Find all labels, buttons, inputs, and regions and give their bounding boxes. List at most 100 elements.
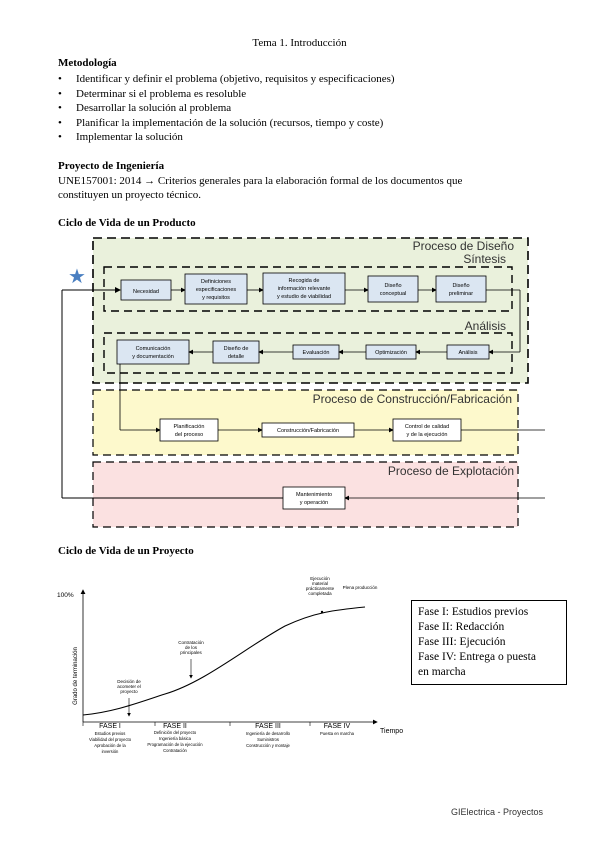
box-label: y estudio de viabilidad (277, 294, 331, 300)
box-label: Diseño (452, 283, 469, 289)
phase-detail: Ingeniería básica (159, 736, 192, 741)
legend-item: Fase I: Estudios previos (418, 606, 529, 618)
annotation-text: completada (308, 591, 332, 596)
phase-label: FASE II (163, 723, 187, 730)
page-title: Tema 1. Introducción (252, 37, 347, 49)
design-process-title: Proceso de Diseño (413, 239, 515, 253)
list-item: Implementar la solución (58, 130, 558, 145)
box-diseno-conceptual (367, 275, 419, 303)
sintesis-region (103, 266, 513, 312)
phase-legend: Fase I: Estudios previos Fase II: Redacc… (411, 600, 567, 685)
box-recogida (262, 272, 346, 305)
box-label: Necesidad (133, 289, 159, 295)
box-analisis (446, 344, 490, 360)
chart-annotations: Decisión de acometer el proyecto Contrat… (117, 576, 378, 694)
annotation-text: principales (180, 650, 202, 655)
annotation-text: Contratación (178, 640, 204, 645)
analisis-title: Análisis (465, 319, 506, 333)
list-item: Identificar y definir el problema (objet… (58, 72, 558, 87)
annotation-text: Ejecución (310, 576, 330, 581)
y-top-label: 100% (57, 592, 74, 599)
box-label: información relevante (278, 286, 331, 292)
exploitation-flow: Mantenimiento y operación (282, 486, 545, 510)
annotation-text: de los (185, 645, 198, 650)
legend-item: Fase II: Redacción (418, 621, 505, 633)
completion-curve (82, 606, 366, 716)
phase-details: Estudios previos Viabilidad del proyecto… (89, 730, 355, 754)
legend-item: Fase III: Ejecución (418, 636, 506, 648)
box-label: Optimización (375, 350, 407, 356)
phase-detail: Contratación (163, 748, 187, 753)
list-item: Desarrollar la solución al problema (58, 101, 558, 116)
box-label: especificaciones (196, 287, 237, 293)
construction-flow: Planificación del proceso Construcción/F… (119, 364, 545, 442)
box-label: y operación (300, 500, 328, 506)
legend-item: Fase IV: Entrega o puesta (418, 651, 536, 663)
page-footer: GIElectrica - Proyectos (451, 807, 544, 817)
box-label: Definiciones (201, 279, 231, 285)
phase-detail: Definición del proyecto (154, 730, 197, 735)
phase-detail: Estudios previos (95, 731, 126, 736)
proyecto-heading: Proyecto de Ingeniería (58, 160, 165, 172)
sintesis-flow: Necesidad Definiciones especificaciones … (120, 272, 521, 355)
ciclo-producto-heading: Ciclo de Vida de un Producto (58, 217, 196, 229)
phase-label: FASE I (99, 723, 121, 730)
project-lifecycle-chart: 100% Grado de terminación Tiempo Decisió… (57, 576, 403, 754)
box-label: Construcción/Fabricación (277, 428, 339, 434)
box-label: detalle (228, 354, 244, 360)
annotation-text: Decisión de (117, 679, 141, 684)
phase-detail: Puesta en marcha (320, 731, 355, 736)
product-lifecycle-diagram: Proceso de Diseño Síntesis Análisis Proc… (61, 237, 545, 528)
box-label: Diseño de (224, 346, 249, 352)
exploitation-process-title: Proceso de Explotación (388, 464, 514, 478)
phase-labels: FASE I FASE II FASE III FASE IV (99, 723, 350, 730)
box-label: Recogida de (289, 278, 320, 284)
sintesis-title: Síntesis (463, 252, 506, 266)
y-axis-label: Grado de terminación (73, 647, 79, 705)
box-label: Análisis (459, 350, 478, 356)
phase-detail: Viabilidad del proyecto (89, 737, 132, 742)
metodologia-list: Identificar y definir el problema (objet… (58, 72, 558, 145)
phase-detail: Suministros (257, 737, 279, 742)
proyecto-line-2: constituyen un proyecto técnico. (58, 189, 201, 201)
phase-detail: Aprobación de la (94, 743, 126, 748)
proyecto-line-1: UNE157001: 2014 → Criterios generales pa… (58, 175, 463, 187)
box-label: Diseño (384, 283, 401, 289)
analisis-flow: Comunicación y documentación Diseño de d… (116, 339, 490, 365)
box-label: Planificación (174, 424, 205, 430)
box-label: Control de calidad (405, 424, 449, 430)
annotation-text: prácticamente (306, 586, 335, 591)
exploitation-process-region (92, 461, 519, 528)
annotation-text: material (312, 581, 328, 586)
phase-label: FASE III (255, 723, 281, 730)
list-item: Planificar la implementación de la soluc… (58, 116, 558, 131)
metodologia-heading: Metodología (58, 57, 117, 69)
box-comunicacion (116, 339, 190, 365)
box-label: del proceso (175, 432, 203, 438)
box-label: Mantenimiento (296, 492, 332, 498)
box-label: Comunicación (136, 346, 171, 352)
ciclo-proyecto-heading: Ciclo de Vida de un Proyecto (58, 545, 194, 557)
phase-label: FASE IV (324, 723, 351, 730)
box-label: y de la ejecución (407, 432, 448, 438)
x-axis-label: Tiempo (380, 728, 403, 735)
phase-detail: inversión (102, 749, 119, 754)
box-mantenimiento (282, 486, 346, 510)
annotation-text: Plena producción (343, 585, 378, 590)
legend-item: en marcha (418, 666, 466, 678)
box-label: y documentación (132, 354, 174, 360)
analisis-region (103, 332, 513, 374)
star-icon: ★ (68, 266, 86, 288)
phase-detail: Programación de la ejecución (147, 742, 203, 747)
box-label: Evaluación (303, 350, 330, 356)
phase-detail: Construcción y montaje (246, 743, 290, 748)
box-label: preliminar (449, 291, 473, 297)
box-diseno-preliminar (435, 275, 487, 303)
box-label: y requisitos (202, 295, 230, 301)
annotation-text: proyecto (120, 689, 138, 694)
list-item: Determinar si el problema es resoluble (58, 87, 558, 102)
phase-detail: Ingeniería de desarrollo (246, 731, 291, 736)
annotation-text: acometer el (117, 684, 141, 689)
construction-process-title: Proceso de Construcción/Fabricación (313, 392, 512, 406)
box-definiciones (184, 273, 248, 305)
